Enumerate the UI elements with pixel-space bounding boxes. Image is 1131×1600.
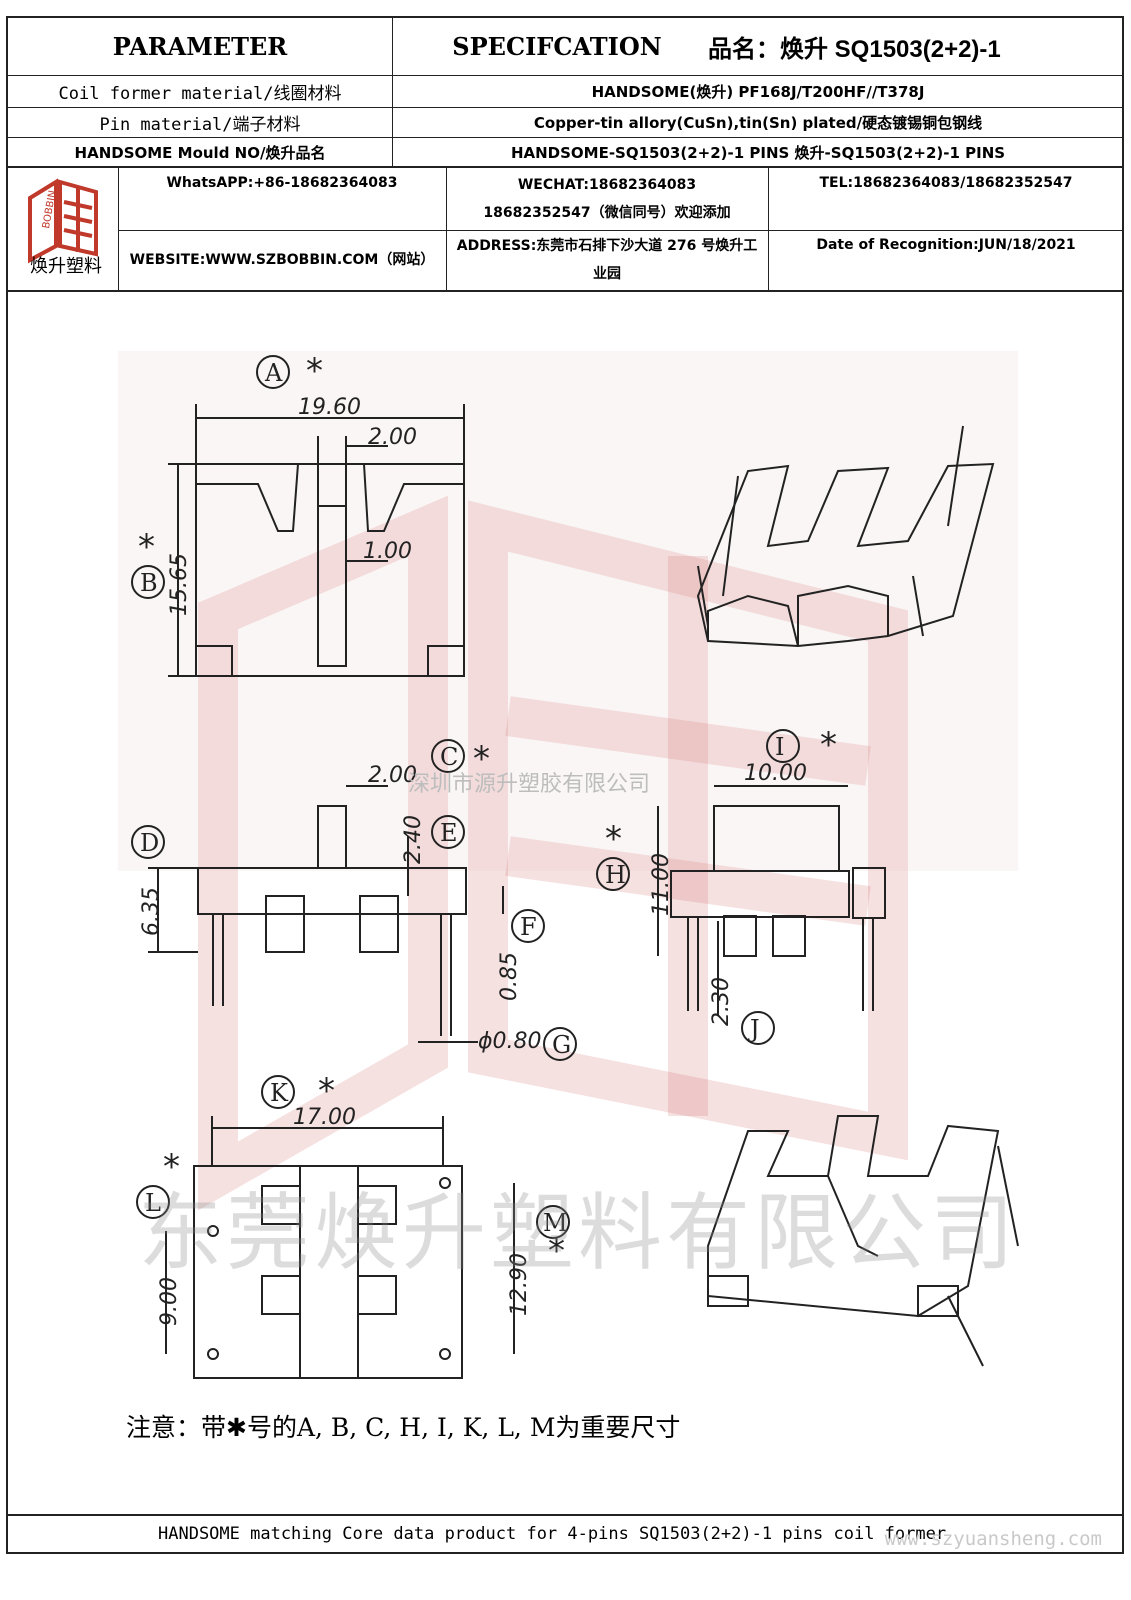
dim-B: 15.65 (167, 553, 192, 616)
reference-letters: A B C D E F G H I J K L M (131, 355, 800, 1239)
divider (118, 168, 119, 290)
date-text: Date of Recognition:JUN/18/2021 (816, 237, 1076, 253)
logo-caption: 焕升塑料 (30, 256, 102, 277)
logo-icon: BOBBIN (28, 178, 98, 264)
important-dimensions-note: 注意：带✱号的A, B, C, H, I, K, L, M为重要尺寸 (126, 1413, 681, 1442)
label-J: J (747, 1015, 760, 1043)
divider (768, 168, 769, 290)
drawing-svg: 19.60 2.00 15.65 1.00 2.00 2.40 6.35 0.8… (118, 351, 1019, 1379)
pin-row: Pin material/端子材料 Copper-tin allory(CuSn… (8, 108, 1122, 138)
front-view (148, 785, 504, 1043)
mould-row: HANDSOME Mould NO/焕升品名 HANDSOME-SQ1503(2… (8, 138, 1122, 168)
whatsapp-text: WhatsAPP:+86-18682364083 (166, 175, 398, 191)
footer: HANDSOME matching Core data product for … (8, 1514, 1122, 1552)
dim-M: 12.90 (507, 1253, 532, 1316)
label-I: I (775, 733, 784, 761)
label-E: E (440, 819, 458, 847)
divider (392, 108, 393, 137)
pin-value: Copper-tin allory(CuSn),tin(Sn) plated/硬… (533, 114, 983, 132)
tel-text: TEL:18682364083/18682352547 (819, 175, 1073, 191)
star-K: * (318, 1071, 335, 1111)
header-row: PARAMETER SPECIFCATION 品名：焕升 SQ1503(2+2)… (8, 18, 1122, 76)
contact-block: BOBBIN 焕升塑料 WhatsAPP:+86-18682364083 WEC… (8, 168, 1124, 292)
star-H: * (605, 819, 622, 859)
divider (118, 230, 1124, 231)
watermark-small: 深圳市源升塑胶有限公司 (408, 772, 651, 797)
bottom-view (165, 1116, 515, 1379)
dim-A: 19.60 (298, 395, 361, 420)
pin-label: Pin material/端子材料 (99, 115, 301, 135)
dim-C: 2.00 (368, 763, 417, 788)
star-C: * (473, 739, 490, 779)
label-A: A (264, 359, 283, 387)
wechat-line-2: 18682352547（微信同号）欢迎添加 (483, 205, 731, 221)
dim-A-slot: 2.00 (368, 425, 417, 450)
label-C: C (440, 743, 458, 771)
footer-url[interactable]: www.szyuansheng.com (884, 1528, 1102, 1550)
star-A: * (306, 351, 323, 391)
dim-J: 2.30 (709, 977, 734, 1026)
important-stars: * * * * * * * * (138, 351, 837, 1271)
technical-drawing: 19.60 2.00 15.65 1.00 2.00 2.40 6.35 0.8… (8, 296, 1122, 1510)
footer-text: HANDSOME matching Core data product for … (158, 1524, 947, 1544)
label-G: G (552, 1031, 571, 1059)
divider (392, 18, 393, 75)
dim-I: 10.00 (744, 761, 807, 786)
divider (446, 168, 447, 290)
dim-B-slot: 1.00 (363, 539, 412, 564)
label-D: D (140, 829, 159, 857)
divider (392, 138, 393, 166)
label-K: K (270, 1079, 289, 1107)
star-B: * (138, 527, 155, 567)
divider (392, 76, 393, 107)
specification-heading: SPECIFCATION (452, 32, 662, 61)
parameter-heading: PARAMETER (112, 32, 288, 61)
address-text: ADDRESS:东莞市石排下沙大道 276 号焕升工业园 (456, 238, 758, 282)
side-view (657, 785, 886, 1016)
coil-row: Coil former material/线圈材料 HANDSOME(焕升) P… (8, 76, 1122, 108)
dim-E: 2.40 (401, 815, 426, 864)
dim-D: 6.35 (139, 887, 164, 936)
star-I: * (820, 725, 837, 765)
company-logo: BOBBIN 焕升塑料 (8, 168, 118, 292)
coil-label: Coil former material/线圈材料 (58, 84, 342, 104)
coil-value: HANDSOME(焕升) PF168J/T200HF//T378J (591, 83, 925, 101)
isometric-view-top (696, 425, 995, 648)
label-B: B (140, 569, 158, 597)
top-watermark-band (118, 351, 1018, 871)
dim-H: 11.00 (649, 853, 674, 916)
website-text[interactable]: WEBSITE:WWW.SZBOBBIN.COM（网站） (129, 252, 435, 268)
dim-K: 17.00 (293, 1105, 356, 1130)
dim-L: 9.00 (157, 1277, 182, 1326)
dim-G: ϕ0.80 (478, 1029, 542, 1054)
top-view (168, 404, 465, 677)
wechat-block: WECHAT:18682364083 18682352547（微信同号）欢迎添加 (446, 168, 768, 230)
label-M: M (543, 1209, 568, 1237)
mould-label: HANDSOME Mould NO/焕升品名 (74, 143, 326, 162)
label-H: H (605, 861, 626, 889)
product-name: 品名：焕升 SQ1503(2+2)-1 (708, 36, 1001, 63)
star-L: * (163, 1147, 180, 1187)
background-logo-watermark (198, 495, 908, 1211)
star-M: * (548, 1231, 565, 1271)
label-L: L (145, 1189, 161, 1217)
mould-value: HANDSOME-SQ1503(2+2)-1 PINS 焕升-SQ1503(2+… (510, 143, 1006, 162)
isometric-view-bottom (707, 1115, 1019, 1367)
watermark-big: 东莞焕升塑料有限公司 (138, 1184, 1019, 1282)
label-F: F (520, 913, 537, 941)
dimension-labels: 19.60 2.00 15.65 1.00 2.00 2.40 6.35 0.8… (139, 395, 807, 1326)
spec-sheet: PARAMETER SPECIFCATION 品名：焕升 SQ1503(2+2)… (6, 16, 1124, 1554)
dim-F: 0.85 (497, 952, 522, 1001)
wechat-line-1: WECHAT:18682364083 (517, 177, 697, 193)
